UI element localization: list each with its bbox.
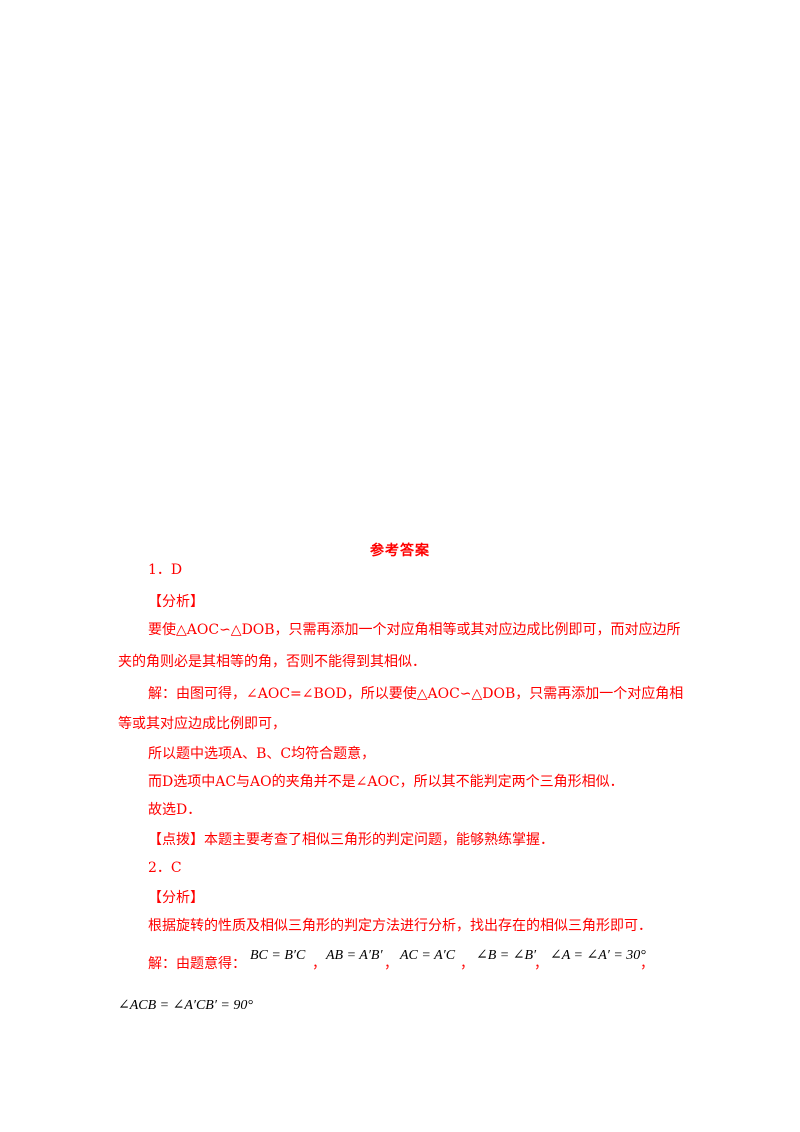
comma-2: ，: [384, 956, 398, 972]
comma-3: ，: [460, 956, 474, 972]
solution-option-text: 所以题中选项A、B、C均符合题意，: [148, 746, 376, 762]
choice-text: 故选D．: [148, 802, 202, 818]
analysis-text-cont: 夹的角则必是其相等的角，否则不能得到其相似．: [118, 654, 426, 670]
analysis-heading-2: 【分析】: [148, 890, 204, 906]
equation-bc: BC = B′C: [250, 948, 306, 963]
comma-5: ，: [640, 956, 654, 972]
solution-lead-2: 解：由题意得：: [148, 956, 246, 972]
solution-d-text: 而D选项中AC与AO的夹角并不是∠AOC，所以其不能判定两个三角形相似．: [148, 774, 624, 790]
analysis-heading: 【分析】: [148, 594, 204, 610]
section-title: 参考答案: [370, 543, 430, 559]
solution-text: 解：由图可得，∠AOC=∠BOD，所以要使△AOC∽△DOB，只需再添加一个对应…: [148, 686, 684, 702]
answer-1: 1．D: [148, 562, 183, 578]
comma-1: ，: [312, 956, 326, 972]
analysis-text-2: 根据旋转的性质及相似三角形的判定方法进行分析，找出存在的相似三角形即可．: [148, 918, 652, 934]
equation-angle-acb: ∠ACB = ∠A′CB′ = 90°: [118, 998, 253, 1013]
solution-text-cont: 等或其对应边成比例即可，: [118, 716, 286, 732]
equation-ab: AB = A′B′: [326, 948, 383, 963]
tip-text: 【点拨】本题主要考查了相似三角形的判定问题，能够熟练掌握．: [148, 832, 554, 848]
answer-2: 2．C: [148, 860, 182, 876]
analysis-text: 要使△AOC∽△DOB，只需再添加一个对应角相等或其对应边成比例即可，而对应边所: [148, 622, 681, 638]
comma-4: ，: [534, 956, 548, 972]
equation-angle-a: ∠A = ∠A′ = 30°: [550, 948, 646, 963]
equation-angle-b: ∠B = ∠B′: [476, 948, 537, 963]
equation-ac: AC = A′C: [400, 948, 456, 963]
